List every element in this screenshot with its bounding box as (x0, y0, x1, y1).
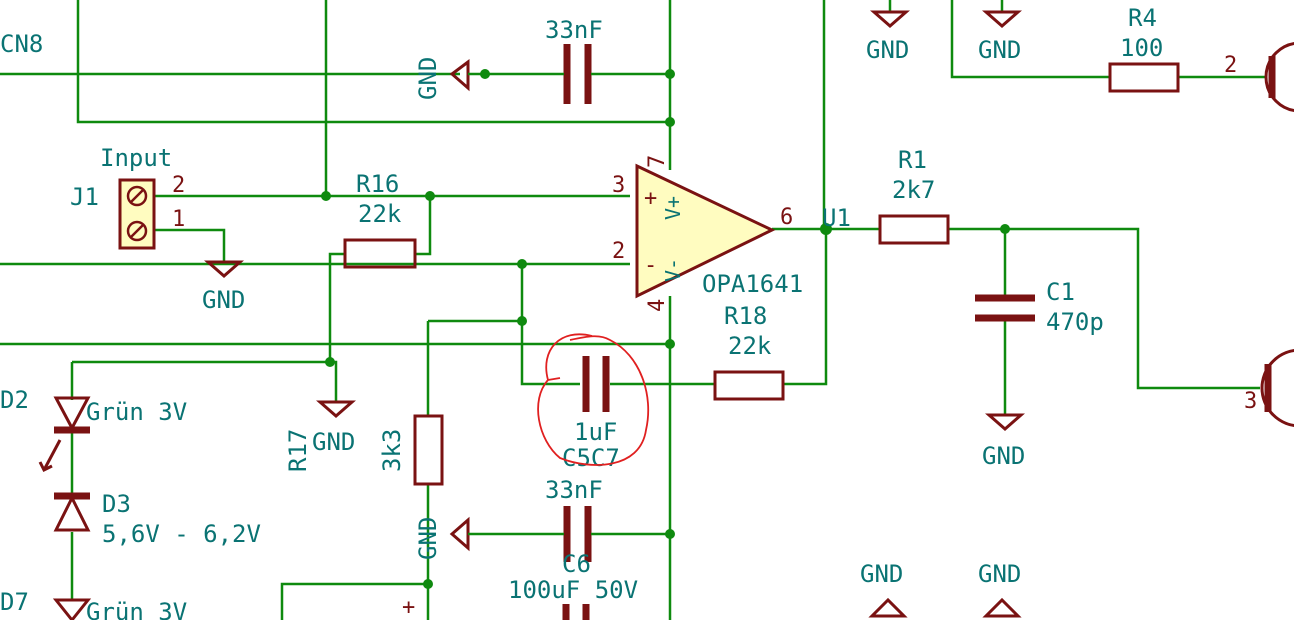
j1-input-label: Input (100, 144, 172, 172)
opamp-u1 (635, 163, 776, 299)
gnd-label-top-2: GND (978, 36, 1021, 64)
capacitor-c4 (555, 44, 610, 104)
gnd-label-top-1: GND (866, 36, 909, 64)
r1-value: 2k7 (892, 176, 935, 204)
c4-value: 33nF (545, 16, 603, 44)
r4-pin-label: 2 (1224, 53, 1237, 78)
r16-value: 22k (358, 200, 402, 228)
gnd-label-j1: GND (202, 286, 245, 314)
c1-value: 470p (1046, 308, 1104, 336)
gnd-symbol-j1 (204, 260, 244, 278)
r4-value: 100 (1120, 34, 1163, 62)
resistor-r16 (343, 238, 417, 269)
d3-ref: D3 (102, 490, 131, 518)
resistor-3k3 (413, 414, 444, 486)
r17-ref: R17 (284, 429, 312, 472)
junctions (321, 69, 1010, 589)
opamp-pin-7: 7 (645, 155, 670, 168)
j1-pin-2: 2 (172, 173, 185, 198)
transistor-symbol-bottom (1260, 348, 1294, 428)
d2-value: Grün 3V (86, 398, 187, 426)
gnd-symbol-top-1 (870, 10, 910, 28)
d3-value: 5,6V - 6,2V (102, 520, 261, 548)
diode-d7 (52, 598, 92, 620)
capacitor-c7 (555, 506, 610, 562)
opamp-pin-4: 4 (645, 299, 670, 312)
resistor-r4 (1108, 62, 1180, 93)
resistor-r1 (878, 214, 950, 245)
gnd-symbol-c7 (449, 516, 485, 552)
gnd-symbol-c4 (449, 59, 485, 92)
d7-value: Grün 3V (86, 598, 187, 620)
gnd-symbol-top-2 (982, 10, 1022, 28)
diode-d3 (53, 492, 91, 532)
c1-ref: C1 (1046, 278, 1075, 306)
diode-d2 (38, 396, 91, 473)
capacitor-c6 (562, 604, 590, 620)
opamp-pin-6: 6 (780, 205, 793, 230)
capacitor-c5 (582, 356, 610, 412)
cn8-label: CN8 (0, 30, 43, 58)
c7-value: 33nF (545, 476, 603, 504)
gnd-symbol-bottom-1 (868, 597, 908, 618)
r18-ref: R18 (724, 302, 767, 330)
gnd-symbol-r17 (316, 400, 356, 418)
capacitor-c1 (975, 294, 1035, 322)
opamp-pin-2: 2 (612, 239, 625, 264)
r4-ref: R4 (1128, 4, 1157, 32)
opamp-part: OPA1641 (702, 270, 803, 298)
wires (0, 0, 1265, 620)
d2-ref: D2 (0, 386, 29, 414)
c6-value: 100uF 50V (508, 576, 638, 604)
gnd-label-r17: GND (312, 428, 355, 456)
c6-plus-sign: + (402, 595, 415, 620)
gnd-symbol-bottom-2 (982, 597, 1022, 618)
j1-pin-1: 1 (172, 207, 185, 232)
opamp-vplus: V+ (661, 196, 685, 220)
r16-ref: R16 (356, 170, 399, 198)
c5-value: 1uF (574, 418, 617, 446)
j1-ref: J1 (70, 183, 99, 211)
opamp-vminus: V- (661, 258, 685, 282)
connector-j1 (118, 178, 156, 250)
d7-ref: D7 (0, 588, 29, 616)
transistor-symbol-top (1264, 42, 1294, 112)
opamp-minus: - (644, 253, 657, 278)
u1-ref: U1 (822, 204, 851, 232)
r18-value: 22k (728, 332, 772, 360)
gnd-symbol-c1 (985, 413, 1025, 431)
c5-ref: C5C7 (562, 444, 620, 472)
resistor-r18 (713, 370, 785, 401)
r1-ref: R1 (898, 146, 927, 174)
gnd-label-c1: GND (982, 442, 1025, 470)
transistor-pin-3: 3 (1244, 389, 1257, 414)
gnd-label-bottom-1: GND (860, 560, 903, 588)
opamp-plus: + (644, 186, 657, 211)
opamp-pin-3: 3 (612, 173, 625, 198)
gnd-label-c4: GND (414, 57, 442, 100)
gnd-label-bottom-2: GND (978, 560, 1021, 588)
resistor-3k3-value: 3k3 (378, 429, 406, 472)
c6-ref: C6 (562, 550, 591, 578)
gnd-label-c7: GND (414, 517, 442, 560)
red-annotation-circle (537, 333, 650, 466)
